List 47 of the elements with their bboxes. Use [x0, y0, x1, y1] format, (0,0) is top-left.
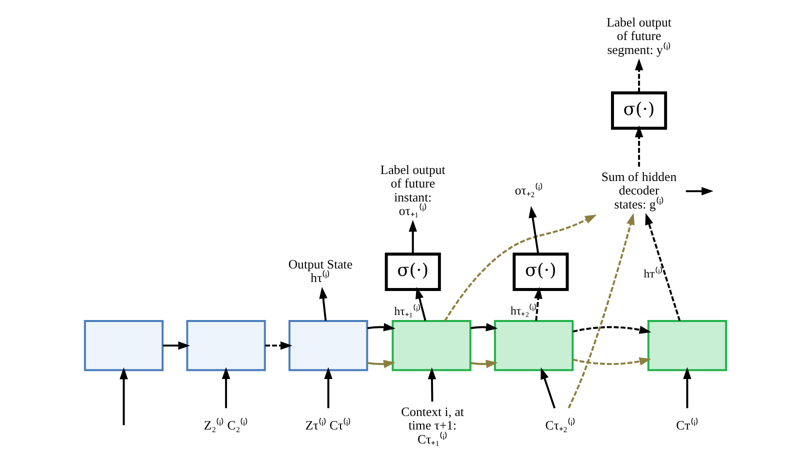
arrow [367, 323, 396, 332]
arrow [686, 187, 714, 196]
arrow [162, 341, 190, 350]
node-text: Label output of future segment: y⁽ⁱ⁾ [606, 15, 672, 57]
arrow [540, 367, 556, 408]
node-text: Sum of hidden decoder states: g⁽ⁱ⁾ [601, 170, 677, 212]
edge-label: hτ₊₂⁽ⁱ⁾ [510, 304, 538, 318]
node-box [392, 320, 472, 372]
node-text: Z₂⁽ⁱ⁾ C₂⁽ⁱ⁾ [204, 418, 248, 433]
arrow [324, 367, 332, 408]
edge-label: hτ₊₁⁽ⁱ⁾ [394, 304, 421, 318]
arrow [470, 323, 498, 332]
arrow [645, 212, 681, 322]
node-box [647, 320, 728, 372]
node-box: σ(·) [611, 91, 668, 130]
arrow [416, 286, 426, 321]
arrow [634, 125, 644, 167]
node-box [84, 320, 164, 372]
arrow [568, 212, 635, 408]
node-box [494, 320, 574, 372]
node-text: Context i, at time τ+1: Cτ₊₁⁽ⁱ⁾ [401, 404, 464, 446]
arrow [222, 367, 230, 408]
arrow [367, 360, 396, 368]
node-text: Cτ₊₂⁽ⁱ⁾ [545, 418, 576, 433]
node-box: σ(·) [384, 252, 441, 291]
arrow [572, 326, 652, 334]
node-box: σ(·) [512, 252, 569, 291]
arrow [528, 206, 540, 254]
node-box [186, 320, 266, 372]
arrow [120, 367, 128, 426]
arrow [470, 360, 498, 368]
node-text: Cᴛ⁽ⁱ⁾ [676, 418, 698, 433]
arrow [634, 58, 644, 93]
node-text: Label output of future instant: oτ₊₁⁽ⁱ⁾ [380, 162, 446, 218]
arrow [428, 367, 436, 402]
arrow [534, 286, 542, 321]
node-box [288, 320, 368, 372]
edge-label: hᴛ⁽ⁱ⁾ [644, 266, 663, 281]
node-text: Output State hτ⁽ⁱ⁾ [288, 257, 353, 286]
node-text: Zτ⁽ⁱ⁾ Cτ⁽ⁱ⁾ [305, 418, 352, 433]
arrow [444, 214, 597, 322]
arrow [319, 286, 328, 321]
arrow [408, 220, 418, 254]
arrow [572, 357, 652, 366]
node-text: oτ₊₂⁽ⁱ⁾ [514, 184, 543, 198]
arrow [683, 367, 692, 408]
arrow [265, 341, 292, 350]
